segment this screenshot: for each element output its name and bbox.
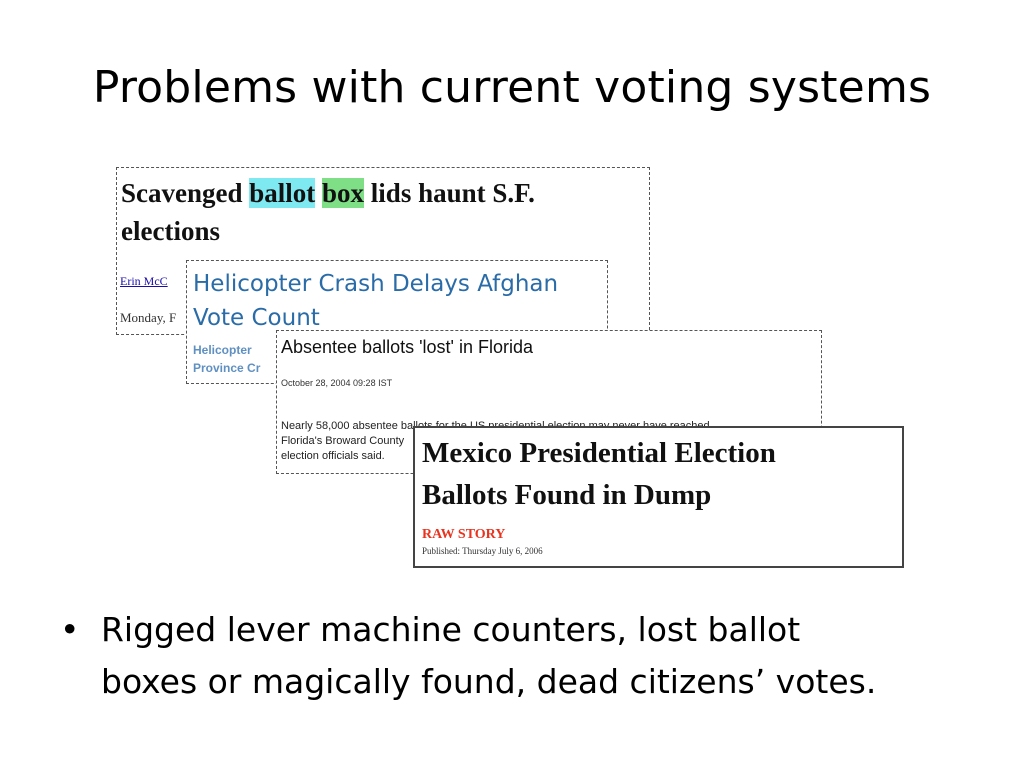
slide-title: Problems with current voting systems [92,62,932,113]
news-clipping-mexico: Mexico Presidential Election Ballots Fou… [413,426,904,568]
clipping-subhead: Helicopter Province Cr [193,343,261,375]
bullet-text: Rigged lever machine counters, lost ball… [101,610,877,701]
clipping-headline: Absentee ballots 'lost' in Florida [281,337,534,357]
clipping-headline: Helicopter Crash Delays Afghan Vote Coun… [193,271,559,331]
highlighted-word-box: box [322,178,365,208]
bullet-icon: • [60,610,80,649]
author-link: Erin McC [120,274,168,288]
clipping-headline: Mexico Presidential Election Ballots Fou… [422,437,776,511]
clipping-date: Published: Thursday July 6, 2006 [422,546,543,556]
clipping-date: Monday, F [120,310,177,325]
clipping-headline: Scavenged ballot box lids haunt S.F. ele… [121,174,535,250]
headline-text: Scavenged [121,178,250,208]
clipping-source: RAW STORY [422,527,506,542]
clipping-date: October 28, 2004 09:28 IST [281,378,393,388]
headline-text: lids haunt S.F. [364,178,535,208]
highlighted-word-ballot: ballot [249,178,316,208]
headline-text-line2: elections [121,216,220,246]
